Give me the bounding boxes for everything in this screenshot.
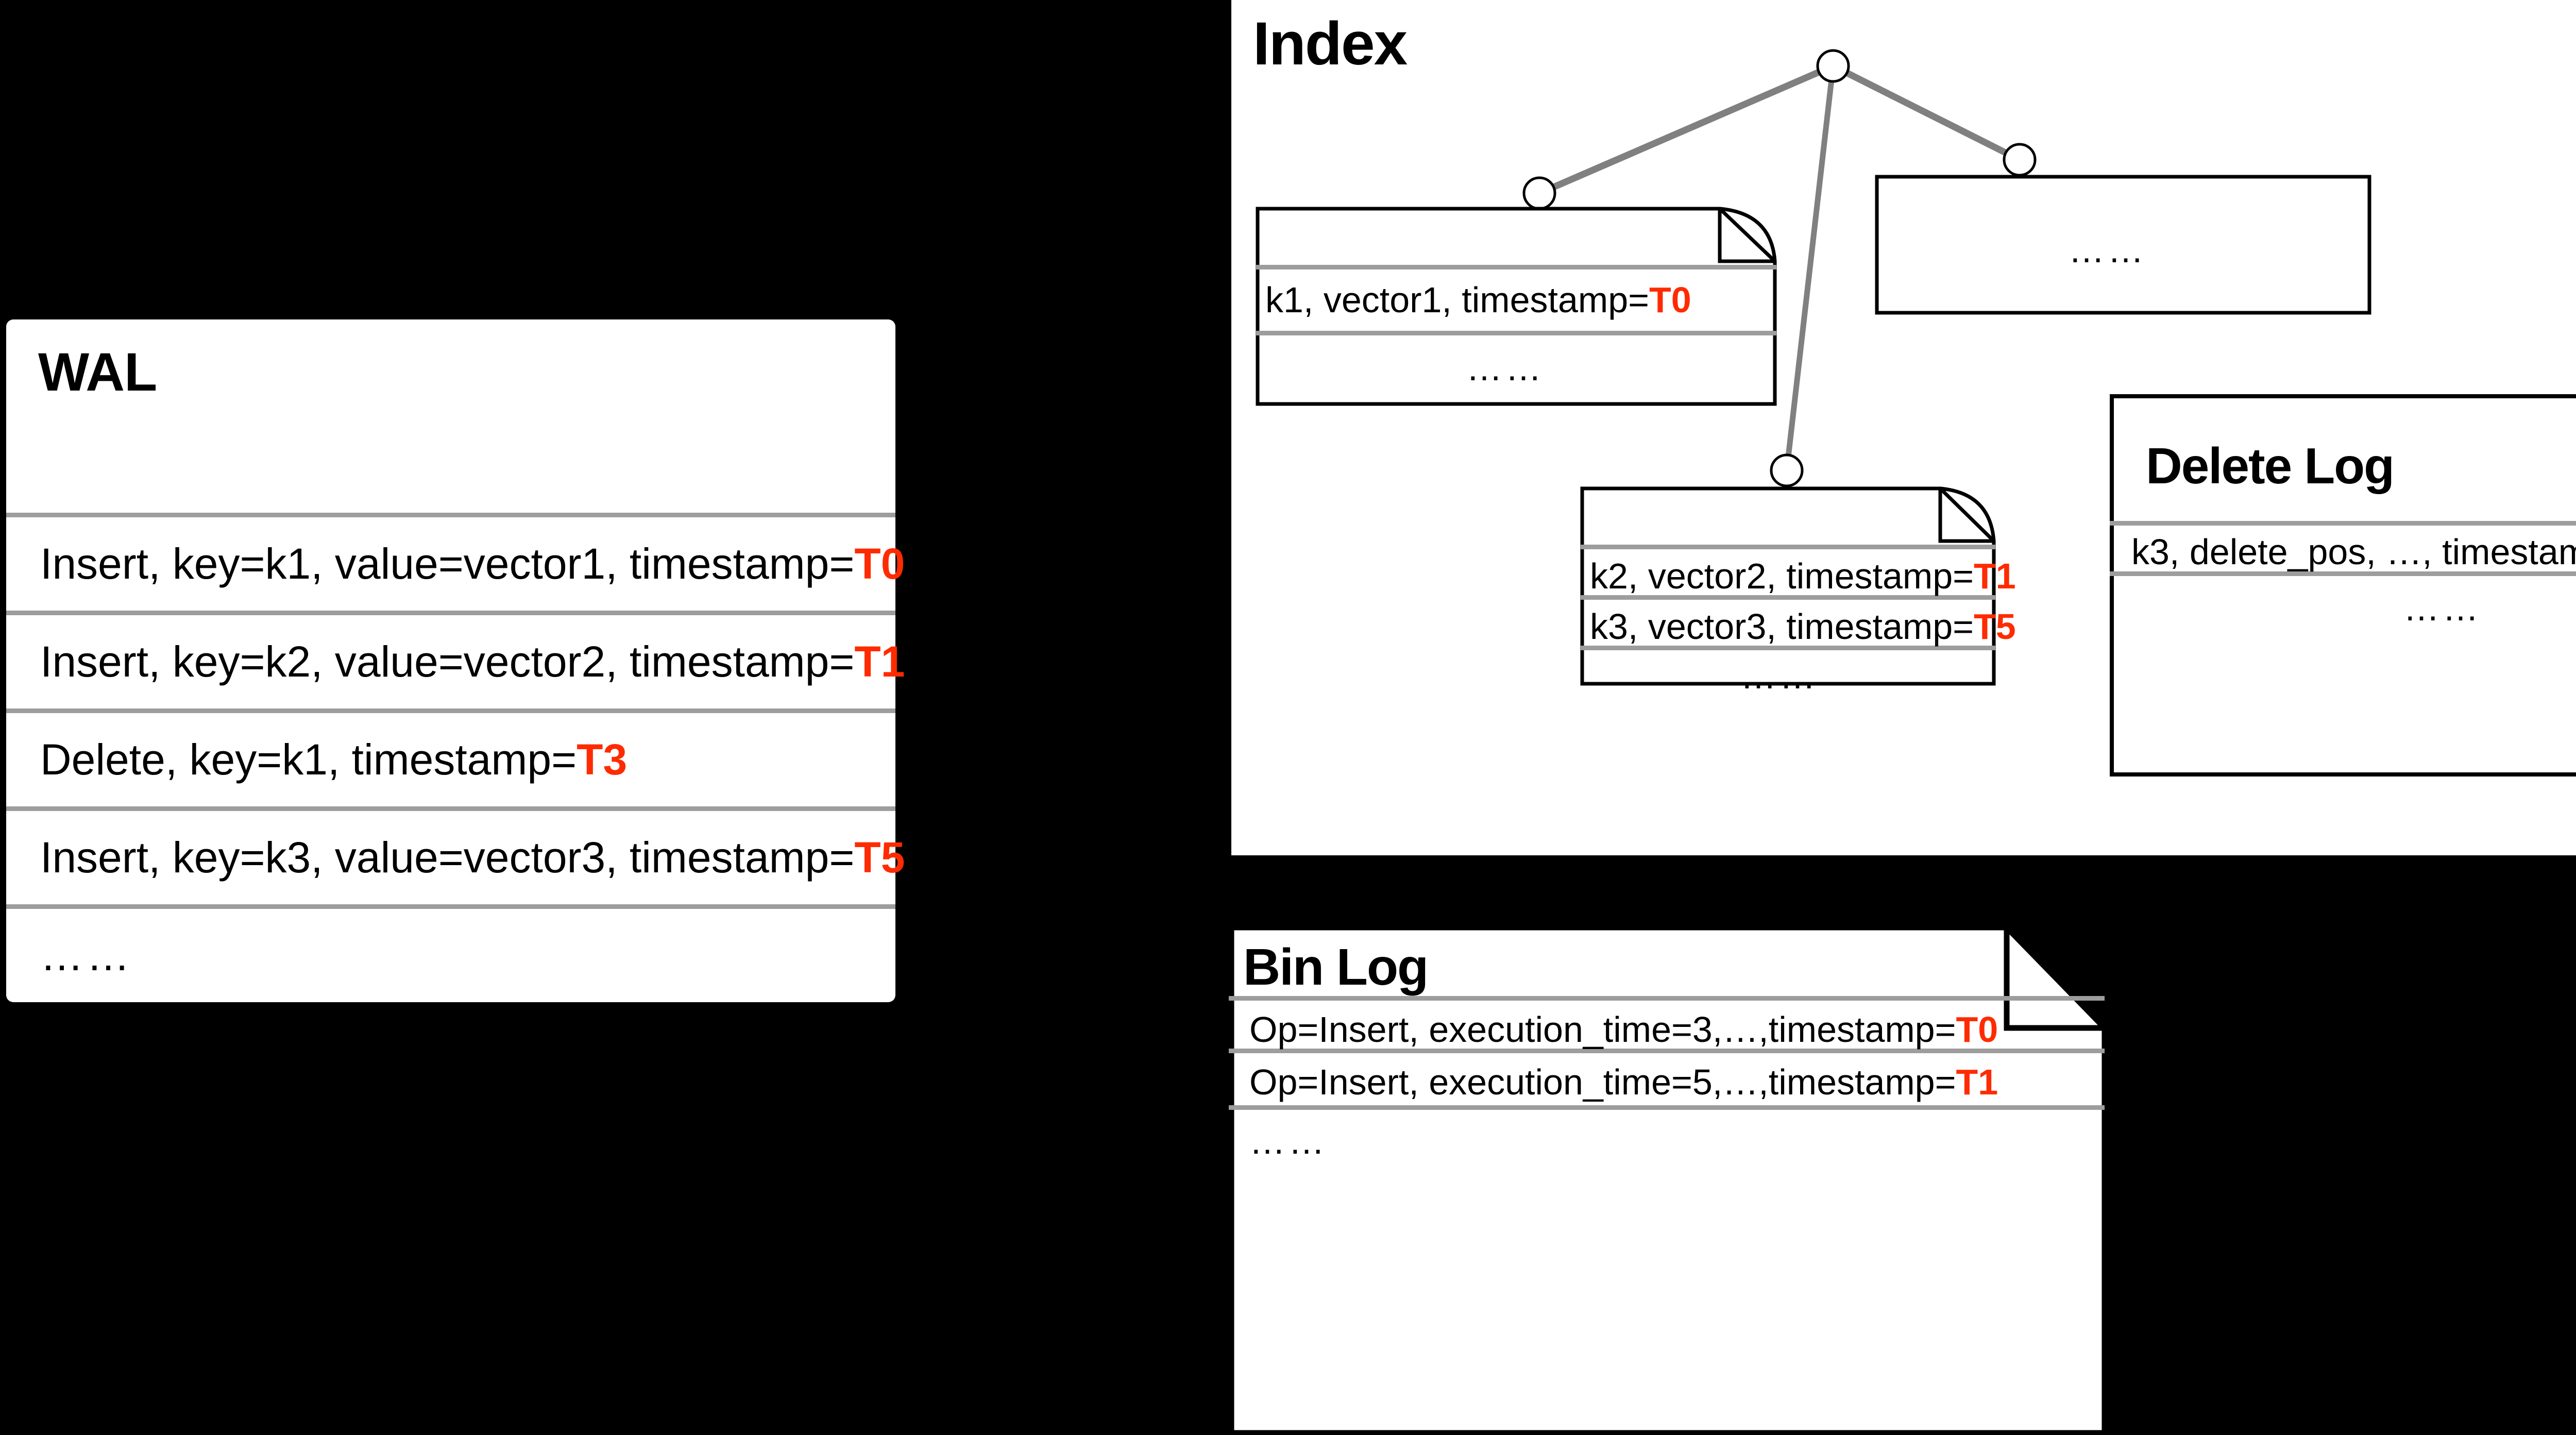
wal-panel: WAL Insert, key=k1, value=vector1, times… bbox=[6, 319, 905, 1002]
tree-edge-root-left bbox=[1538, 63, 1835, 196]
wal-row-timestamp: T0 bbox=[854, 539, 905, 588]
document-shape-right bbox=[1875, 175, 2371, 315]
divider bbox=[1229, 996, 2105, 1001]
divider bbox=[1229, 1049, 2105, 1053]
bin-log-row-ellipsis: …… bbox=[1249, 1121, 1328, 1161]
wal-row-text: Insert, key=k1, value=vector1, timestamp… bbox=[40, 539, 905, 588]
index-leaf-k1-row-ellipsis: …… bbox=[1466, 348, 1545, 388]
index-leaf-k2k3-row-text: k2, vector2, timestamp=T1 bbox=[1590, 556, 2016, 596]
timestamp: T1 bbox=[1956, 1062, 1998, 1102]
tree-nodes bbox=[1522, 49, 2037, 487]
index-leaf-k2k3-row-ellipsis: …… bbox=[1740, 656, 1819, 696]
tree-edges bbox=[1538, 63, 2021, 471]
divider bbox=[1229, 1105, 2105, 1110]
wal-row: Insert, key=k3, value=vector3, timestamp… bbox=[6, 806, 905, 904]
wal-row-text: Delete, key=k1, timestamp=T3 bbox=[40, 735, 628, 784]
delete-log-row-text: k3, delete_pos, …, timestamp=T3 bbox=[2131, 532, 2576, 572]
wal-row-text: …… bbox=[40, 931, 133, 980]
index-leaf-k1: k1, vector1, timestamp=T0 …… bbox=[1256, 207, 1777, 406]
divider bbox=[1256, 331, 1776, 335]
wal-row-text: Insert, key=k3, value=vector3, timestamp… bbox=[40, 833, 905, 882]
index-leaf-right: …… bbox=[1875, 175, 2371, 315]
delete-log-title: Delete Log bbox=[2146, 437, 2395, 494]
tree-node-middle[interactable] bbox=[1770, 453, 1804, 487]
index-tree bbox=[1522, 49, 2037, 487]
tree-node-right[interactable] bbox=[2003, 143, 2037, 177]
divider bbox=[2110, 571, 2576, 576]
wal-row-timestamp: T3 bbox=[577, 735, 628, 784]
timestamp: T5 bbox=[1974, 606, 2016, 647]
wal-row-ellipsis: …… bbox=[6, 904, 895, 1002]
tree-edge-root-middle bbox=[1784, 65, 1836, 471]
index-title: Index bbox=[1253, 10, 1408, 78]
bin-log-title: Bin Log bbox=[1243, 938, 1429, 996]
timestamp: T0 bbox=[1956, 1009, 1998, 1050]
bin-log-row-text: Op=Insert, execution_time=5,…,timestamp=… bbox=[1249, 1062, 1998, 1102]
wal-row-list: Insert, key=k1, value=vector1, timestamp… bbox=[6, 513, 905, 1002]
tree-node-left[interactable] bbox=[1522, 176, 1556, 210]
index-panel: Index k1, vector1, timestamp=T0 …… bbox=[1231, 0, 2576, 855]
bin-log: Bin Log Op=Insert, execution_time=3,…,ti… bbox=[1228, 924, 2228, 1435]
divider bbox=[2110, 521, 2576, 526]
divider bbox=[1581, 545, 1995, 549]
divider bbox=[1256, 265, 1776, 269]
bin-log-row-text: Op=Insert, execution_time=3,…,timestamp=… bbox=[1249, 1009, 1998, 1050]
wal-title: WAL bbox=[38, 342, 157, 402]
document-shape-delete-log bbox=[2110, 394, 2576, 776]
index-leaf-k2k3: k2, vector2, timestamp=T1 k3, vector3, t… bbox=[1580, 486, 2016, 696]
tree-edge-root-right bbox=[1832, 63, 2021, 163]
wal-row: Insert, key=k1, value=vector1, timestamp… bbox=[6, 513, 905, 611]
document-shape-bin-log bbox=[1228, 924, 2108, 1435]
wal-row: Delete, key=k1, timestamp=T3 bbox=[6, 708, 895, 806]
wal-row: Insert, key=k2, value=vector2, timestamp… bbox=[6, 611, 905, 708]
wal-row-timestamp: T5 bbox=[854, 833, 905, 882]
divider bbox=[1581, 646, 1995, 650]
timestamp: T1 bbox=[1974, 556, 2016, 596]
wal-row-text: Insert, key=k2, value=vector2, timestamp… bbox=[40, 637, 905, 686]
delete-log: Delete Log k3, delete_pos, …, timestamp=… bbox=[2110, 394, 2576, 776]
wal-row-timestamp: T1 bbox=[854, 637, 905, 686]
tree-node-root[interactable] bbox=[1816, 49, 1850, 83]
divider bbox=[1581, 595, 1995, 600]
index-leaf-right-row-ellipsis: …… bbox=[2069, 230, 2147, 270]
delete-log-row-ellipsis: …… bbox=[2403, 588, 2482, 628]
index-leaf-k1-row-text: k1, vector1, timestamp=T0 bbox=[1265, 280, 1691, 320]
timestamp: T0 bbox=[1649, 280, 1691, 320]
index-leaf-k2k3-row-text: k3, vector3, timestamp=T5 bbox=[1590, 606, 2016, 647]
document-shape-k2k3 bbox=[1580, 486, 1996, 686]
